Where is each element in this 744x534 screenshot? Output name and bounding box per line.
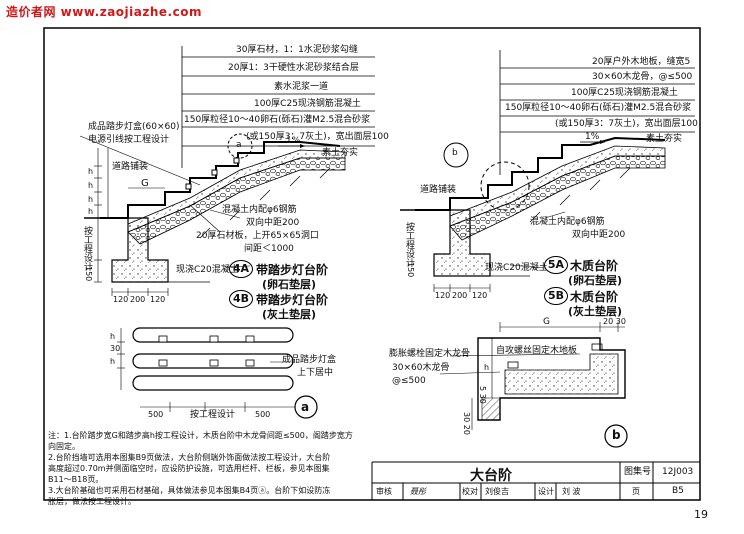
- note-line-4: 高度超过0.70m并侧面临空时，应设防护设施，可选用栏杆、栏板，参见本图集: [48, 464, 330, 473]
- left-dim-1: 120: [113, 295, 129, 304]
- left-rebar-label: 混凝土内配φ6钢筋: [222, 205, 297, 215]
- right-dim-1: 120: [435, 291, 451, 300]
- left-design-vertical: 按工程设计: [82, 226, 92, 271]
- page-label: 页: [632, 487, 640, 496]
- left-road-label: 道路铺装: [112, 162, 149, 172]
- left-layer-3: 素水泥浆一道: [274, 82, 329, 92]
- right-layer-2: 30×60木龙骨，@≤500: [592, 72, 693, 82]
- right-layer-1: 20厚户外木地板，缝宽5: [592, 57, 691, 67]
- right-design-vertical: 按工程设计: [404, 222, 414, 267]
- detail-a-design: 按工程设计: [190, 410, 236, 420]
- right-dim-150: 150: [406, 262, 415, 278]
- check-name: 刘俊吉: [485, 487, 509, 496]
- design-name: 刘 波: [562, 487, 581, 496]
- left-h-label-2: h: [88, 181, 94, 190]
- note-line-2: 向固定。: [48, 442, 80, 451]
- left-h-label-1: h: [88, 167, 94, 176]
- tag-4b-badge: 4B: [229, 290, 253, 308]
- tag-4a-badge: 4A: [229, 260, 253, 278]
- sub-4b: (灰土垫层): [262, 308, 317, 321]
- left-dim-150: 150: [84, 266, 93, 282]
- sheet-title: 大台阶: [470, 468, 512, 484]
- left-lamp-box-label: 成品踏步灯盒(60×60): [88, 122, 180, 132]
- sheet-page-no: B5: [672, 486, 684, 496]
- sub-5a: (卵石垫层): [568, 274, 623, 287]
- right-road-label: 道路铺装: [420, 185, 457, 195]
- right-rebar-label: 混凝土内配φ6钢筋: [530, 217, 605, 227]
- design-label: 设计: [538, 487, 554, 496]
- right-layer-4: 150厚粒径10～40卵石(砾石)灌M2.5混合砂浆: [505, 103, 692, 113]
- detail-a-dim-30: 30: [110, 344, 121, 353]
- note-line-1: 注：1.台阶踏步宽G和踏步高h按工程设计，木质台阶中木龙骨间距≤500，阁踏步宽…: [48, 431, 353, 440]
- detail-a-center: 上下居中: [297, 368, 334, 378]
- right-detail-b-callout: b: [452, 148, 458, 158]
- detail-b-dim-530: 5 30: [478, 386, 487, 404]
- left-detail-a-callout: a: [236, 140, 242, 150]
- left-layer-5: 150厚粒径10～40卵石(砾石)灌M2.5混合砂浆: [184, 115, 371, 125]
- left-layer-1: 30厚石材，1：1水泥砂浆勾缝: [236, 45, 358, 55]
- left-layer-7: 素土夯实: [322, 148, 359, 158]
- detail-b-bolt-label: 膨胀螺栓固定木龙骨: [389, 349, 471, 359]
- left-layer-2: 20厚1：3干硬性水泥砂浆结合层: [228, 63, 359, 73]
- detail-b-screw-label: 自攻螺丝固定木地板: [496, 346, 578, 356]
- note-line-6: 3.大台阶基础也可采用石材基础，具体做法参见本图集B4页ⓐ。台阶下如设防冻: [48, 486, 331, 495]
- left-layer-4: 100厚C25现浇钢筋混凝土: [254, 99, 361, 109]
- detail-b-label: b: [612, 428, 621, 442]
- right-layer-6: 素土夯实: [646, 134, 683, 144]
- right-slope-label: 1%: [585, 132, 600, 142]
- detail-a-label: a: [301, 400, 310, 414]
- name-4a: 带踏步灯台阶: [256, 263, 329, 277]
- left-rebar-spacing: 双向中距200: [246, 218, 300, 228]
- detail-b-g: G: [543, 317, 550, 327]
- left-layer-6: (或150厚3：7灰土)，宽出面层100: [246, 132, 389, 142]
- left-wiring-label: 电源引线按工程设计: [88, 135, 170, 145]
- review-name: 聂彤: [410, 487, 426, 496]
- right-concrete-label: 现浇C20混凝土: [485, 263, 548, 273]
- detail-b-h: h: [484, 363, 490, 372]
- detail-b-dim-3020: 30 20: [462, 412, 471, 435]
- page-number: 19: [694, 508, 708, 521]
- detail-b-joist-label: 30×60木龙骨: [392, 363, 450, 373]
- review-label: 审核: [376, 487, 392, 496]
- sub-4a: (卵石垫层): [262, 278, 317, 291]
- left-slope-label: 1%: [286, 136, 301, 146]
- detail-b-joist-spacing: @≤500: [392, 376, 426, 386]
- notes-block: 注：1.台阶踏步宽G和踏步高h按工程设计，木质台阶中木龙骨间距≤500，阁踏步宽…: [48, 430, 368, 507]
- left-h-label-3: h: [88, 195, 94, 204]
- note-line-3: 2.台阶挡墙可选用本图集B9页做法，大台阶侧端外饰面做法按工程设计，大台阶: [48, 453, 331, 462]
- detail-a-dim-500-right: 500: [255, 410, 271, 419]
- left-concrete-label: 现浇C20混凝土: [176, 265, 239, 275]
- check-label: 校对: [462, 487, 478, 496]
- tag-5b-badge: 5B: [544, 287, 568, 305]
- atlas-no-label: 图集号: [624, 467, 652, 477]
- detail-a-h-1: h: [110, 332, 116, 341]
- left-dim-2: 200: [130, 295, 146, 304]
- detail-a-dim-500-left: 500: [148, 410, 164, 419]
- name-4b: 带踏步灯台阶: [256, 293, 329, 307]
- right-layer-3: 100厚C25现浇钢筋混凝土: [571, 88, 678, 98]
- atlas-no: 12J003: [662, 467, 694, 477]
- sub-5b: (灰土垫层): [568, 305, 623, 318]
- left-stone-spacing: 间距＜1000: [244, 244, 294, 254]
- left-h-label-4: h: [88, 207, 94, 216]
- left-stone-plate-label: 20厚石材板，上开65×65洞口: [196, 231, 319, 241]
- site-watermark: 造价者网 www.zaojiazhe.com: [6, 5, 202, 19]
- left-g-label: G: [141, 178, 149, 189]
- name-5a: 木质台阶: [570, 259, 619, 273]
- name-5b: 木质台阶: [570, 290, 619, 304]
- detail-a-lamp-box: 成品踏步灯盒: [282, 355, 337, 365]
- right-rebar-spacing: 双向中距200: [572, 230, 626, 240]
- detail-a-h-2: h: [110, 357, 116, 366]
- note-line-7: 胀层，做法按工程设计。: [48, 497, 136, 506]
- detail-b-dim-2030: 20 30: [603, 317, 626, 326]
- right-layer-5: (或150厚3：7灰土)，宽出面层100: [555, 119, 698, 129]
- right-dim-2: 200: [452, 291, 468, 300]
- right-dim-3: 120: [472, 291, 488, 300]
- tag-5a-badge: 5A: [544, 256, 568, 274]
- left-dim-3: 120: [150, 295, 166, 304]
- note-line-5: B11～B18页。: [48, 475, 104, 484]
